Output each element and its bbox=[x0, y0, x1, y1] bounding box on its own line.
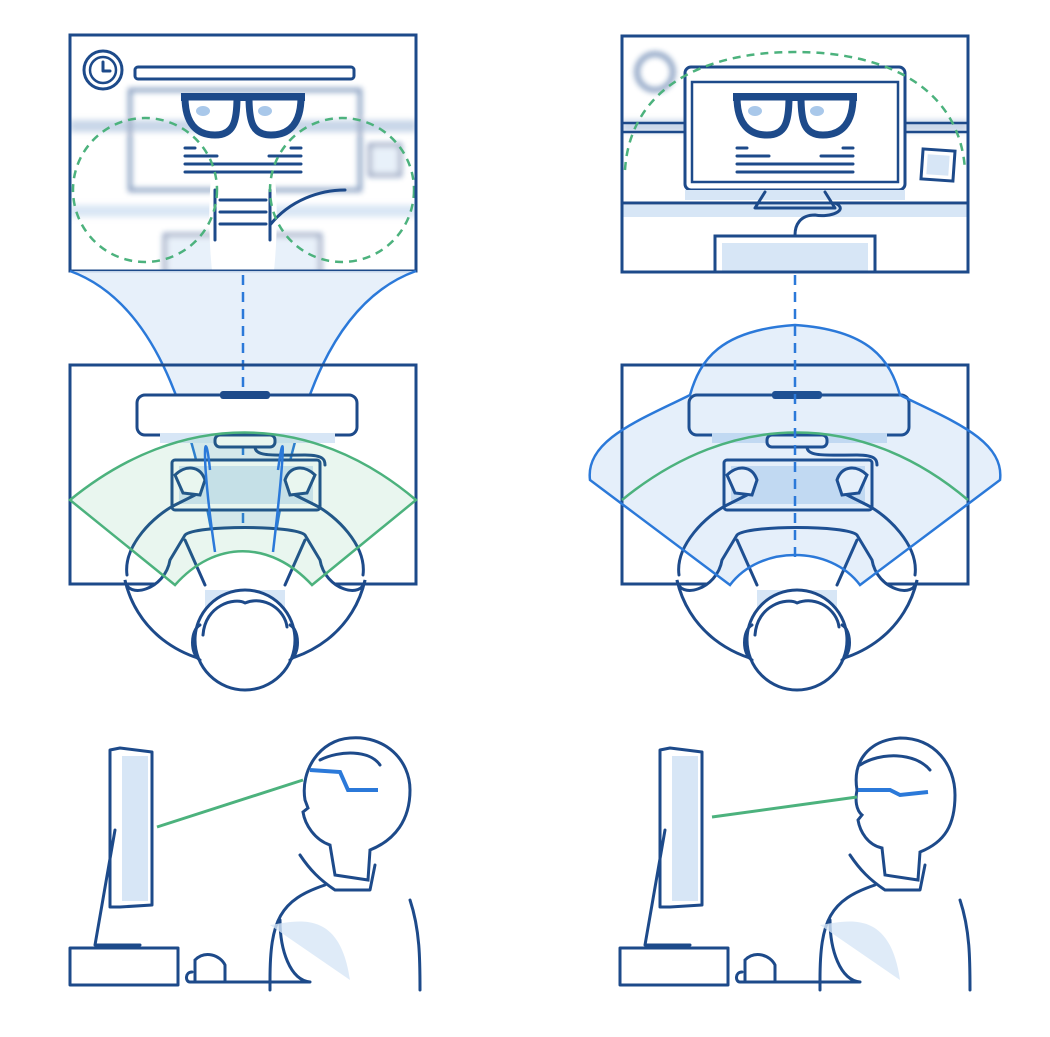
clock-icon bbox=[82, 49, 124, 91]
right-side-view-person bbox=[618, 736, 972, 992]
left-side-view-person bbox=[68, 736, 422, 992]
right-desk-top-view bbox=[588, 275, 1002, 692]
photo-frame-icon bbox=[919, 147, 957, 183]
left-desk-top-view bbox=[68, 363, 418, 692]
right-screen-view bbox=[620, 34, 970, 274]
left-screen-view bbox=[68, 33, 418, 273]
